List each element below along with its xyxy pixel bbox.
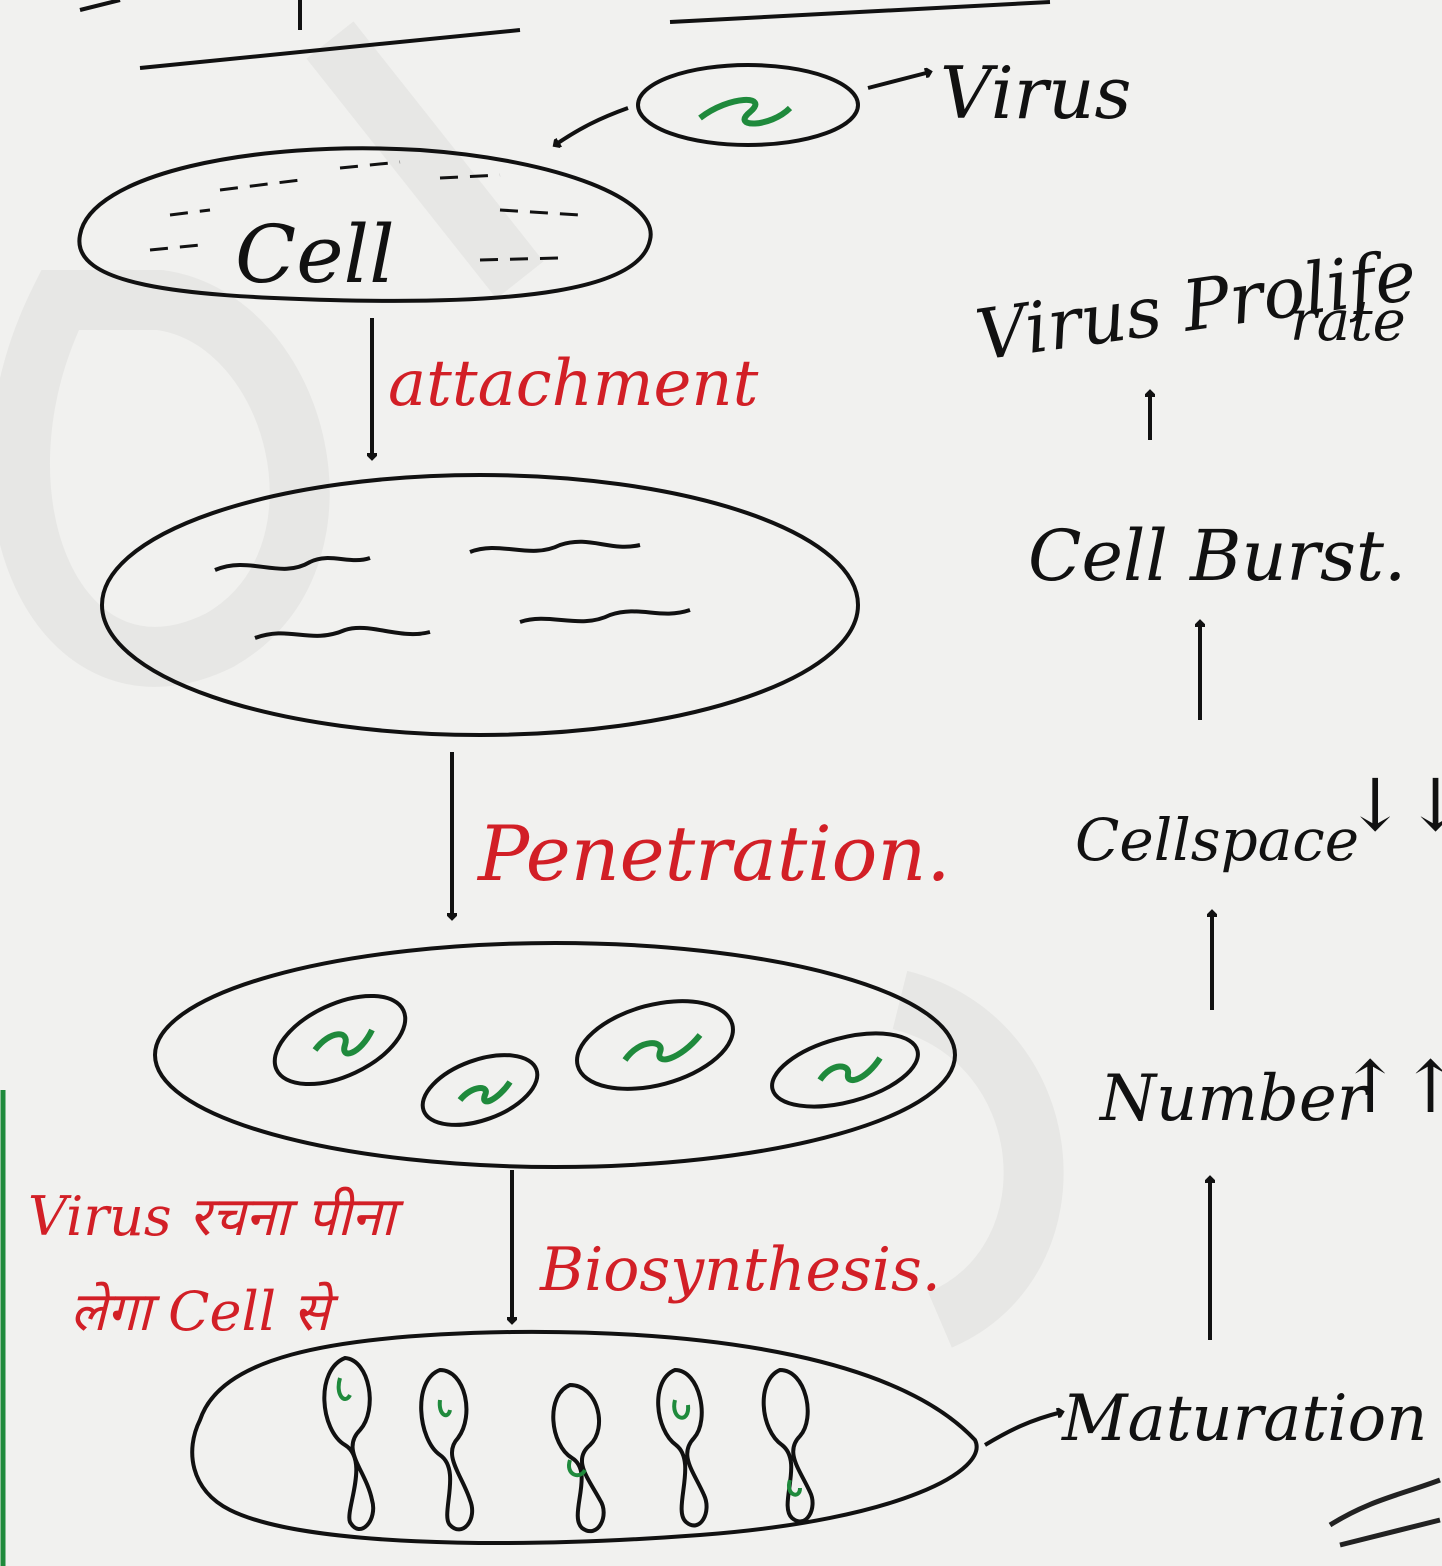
cell-3 (155, 943, 955, 1167)
step-attachment: attachment (388, 347, 759, 421)
bottom-scribble (1330, 1480, 1440, 1545)
side-number-label: Number (1098, 1062, 1371, 1136)
step-penetration: Penetration. (476, 809, 951, 898)
virus-particle (638, 65, 858, 145)
side-cellspace-label: Cellspace (1075, 806, 1359, 874)
side-number-marker: ↑↑ (1340, 1045, 1442, 1129)
side-prolife-line2: rate (1290, 289, 1406, 354)
side-cellburst-label: Cell Burst. (1028, 515, 1406, 597)
maturation-arrow (985, 1412, 1062, 1445)
step-maturation: Maturation (1061, 1382, 1427, 1456)
hindi-note-line2: लेगा Cell से (70, 1280, 339, 1343)
cell-4 (192, 1332, 976, 1543)
cell-2 (102, 475, 858, 735)
hindi-note-line1: Virus रचना पीना (28, 1185, 405, 1248)
virus-label: Virus (940, 51, 1132, 135)
step-biosynthesis: Biosynthesis. (539, 1235, 941, 1305)
top-rule-lines (80, 0, 1050, 68)
side-cellspace-marker: ↓↓ (1345, 763, 1442, 847)
virus-to-cell-arrow (555, 108, 628, 145)
cell-label: Cell (235, 208, 395, 301)
virus-pointer-arrow (868, 72, 930, 88)
